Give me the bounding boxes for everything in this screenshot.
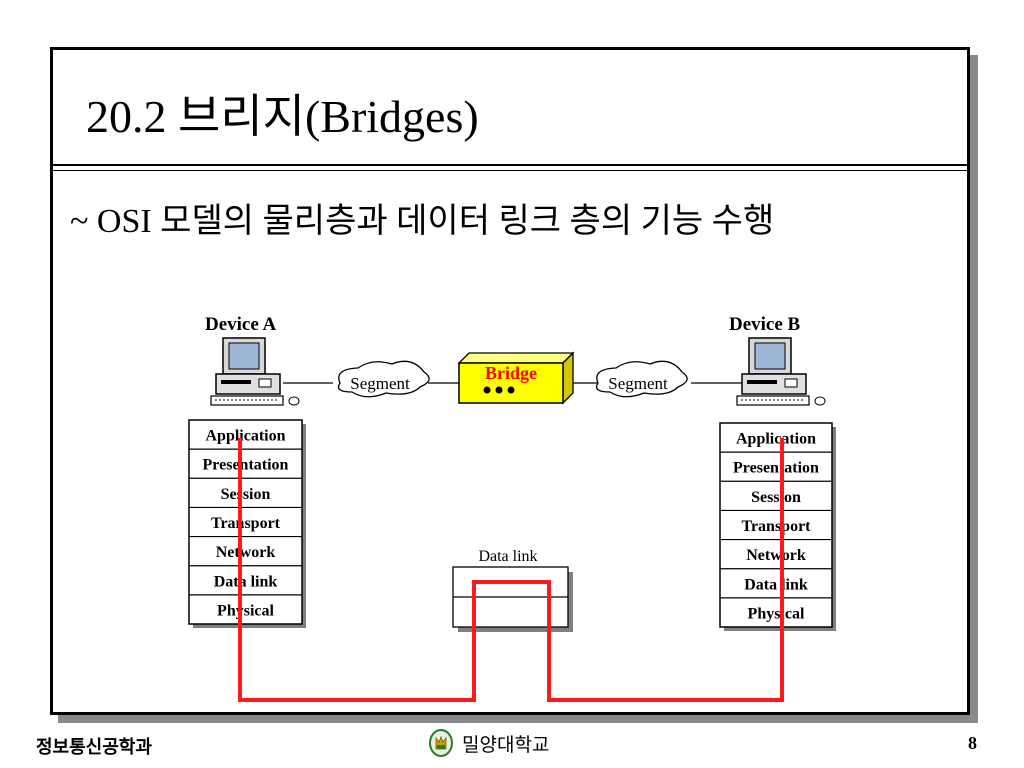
segment-label-left: Segment [350,374,410,393]
device-a-layer: Session [221,486,271,503]
bridge-device: Bridge [457,351,575,405]
device-a-layer: Physical [217,602,274,619]
title-divider-thin [53,170,967,171]
title-divider [53,164,967,166]
device-a-label: Device A [205,314,277,335]
segment-label-right: Segment [608,374,668,393]
bullet-text: ~ OSI 모델의 물리층과 데이터 링크 층의 기능 수행 [70,203,775,240]
device-a-layer: Application [205,428,285,445]
footer-department: 정보통신공학과 [36,737,152,758]
device-b-label: Device B [729,314,801,335]
page-number: 8 [968,733,977,753]
bridge-layer-label: Data link [478,548,537,565]
device-a-layer: Data link [214,573,278,590]
device-b-layer: Network [746,547,806,564]
device-a-layer: Presentation [203,457,289,474]
segment-cloud-left: Segment [337,360,430,398]
device-b-layer: Presentation [733,460,819,477]
bridge-layer-stack [452,566,573,632]
university-name: 밀양대학교 [462,733,550,756]
bridge-diagram: Device A Segment Bridge Segment Device B [188,314,836,702]
bridge-label: Bridge [485,363,537,383]
computer-icon [736,337,826,406]
device-b-layer: Session [751,489,801,506]
slide-title: 20.2 브리지(Bridges) [86,91,479,142]
device-a-layer: Transport [211,515,281,532]
device-b-layer: Physical [748,605,805,622]
segment-cloud-right: Segment [595,360,688,398]
device-b-layer: Transport [741,518,811,535]
osi-stack-device-a: ApplicationPresentationSessionTransportN… [188,419,306,628]
computer-icon [210,337,300,406]
data-path [238,438,784,702]
device-a-layer: Network [216,544,276,561]
university-logo-icon [429,729,453,757]
footer-university: 밀양대학교 [428,728,549,758]
device-b-layer: Data link [744,576,808,593]
osi-stack-device-b: ApplicationPresentationSessionTransportN… [719,422,836,631]
device-b-layer: Application [736,431,816,448]
